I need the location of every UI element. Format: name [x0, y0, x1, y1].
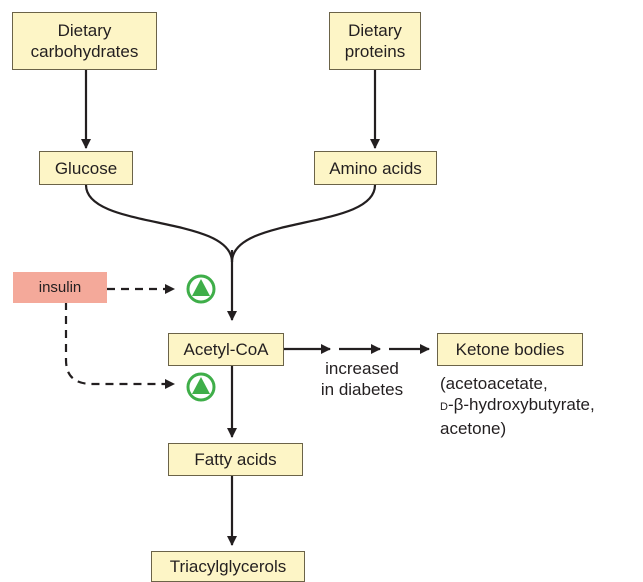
node-ketone-bodies: Ketone bodies — [437, 333, 583, 366]
node-dietary-proteins: Dietary proteins — [329, 12, 421, 70]
curve-amino-merge — [230, 184, 377, 263]
node-acetyl-coa: Acetyl-CoA — [168, 333, 284, 366]
ketone-list-line2: D-β-hydroxybutyrate, — [440, 394, 640, 418]
node-amino-acids: Amino acids — [314, 151, 437, 185]
ketone-bodies-list: (acetoacetate, D-β-hydroxybutyrate, acet… — [440, 373, 640, 439]
node-glucose: Glucose — [39, 151, 133, 185]
node-fatty-acids: Fatty acids — [168, 443, 303, 476]
node-dietary-carbohydrates: Dietary carbohydrates — [12, 12, 157, 70]
ketone-list-line3: acetone) — [440, 419, 507, 438]
node-triacylglycerols: Triacylglycerols — [151, 551, 305, 582]
d-prefix: D — [440, 401, 448, 413]
ketone-list-line1: (acetoacetate, — [440, 374, 548, 393]
label-increased-in-diabetes: increased in diabetes — [320, 359, 404, 399]
ketone-list-line2-rest: -β-hydroxybutyrate, — [447, 395, 595, 414]
curve-glucose-merge — [84, 184, 234, 263]
dashed-insulin-arrow-bottom — [64, 302, 175, 389]
activation-icon-top — [186, 274, 216, 304]
node-insulin: insulin — [13, 272, 107, 303]
activation-icon-bottom — [186, 372, 216, 402]
